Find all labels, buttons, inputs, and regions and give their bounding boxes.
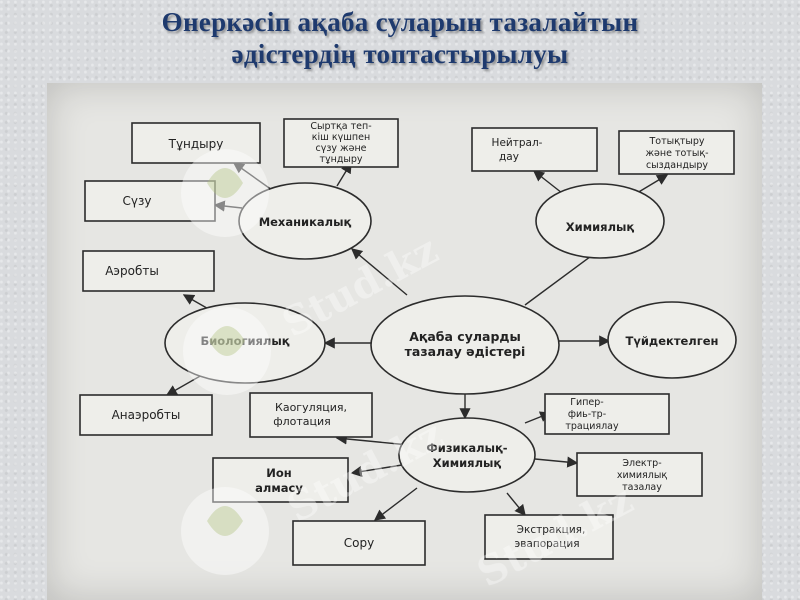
leaf-syrtqa-label-4: тұндыру [319,154,362,165]
title-line-2: әдістердің топтастырылуы [231,39,569,69]
leaf-syrtqa-label-3: сүзу және [316,143,367,154]
group-thermal-label: Түйдектелген [626,334,719,348]
leaf-giper-label-3: трациялау [565,421,619,432]
leaf-ion: Ион алмасу [212,457,349,503]
edge-pc-koagul [335,433,410,446]
edge-chem-neitral [532,170,563,194]
edges [165,161,669,521]
leaf-koagul: Каогуляция, флотация [249,392,373,438]
leaf-giper-label-1: Гипер- [570,397,603,408]
group-mechanical: Механикалық [238,182,372,260]
page-title: Өнеркәсіп ақаба суларын тазалайтын әдіст… [0,6,800,70]
leaf-elektr: Электр- химиялық тазалау [576,452,703,497]
group-biological: Биологиялық [164,302,326,384]
edge-chem-totyktyru [636,174,669,194]
leaf-syrtqa-label-1: Сыртқа теп- [310,121,371,132]
center-label-1: Ақаба суларды [409,329,521,344]
leaf-totyktyru-label-1: Тотықтыру [648,136,704,147]
center-node: Ақаба суларды тазалау әдістері [370,295,560,395]
edge-pc-ekstr [506,492,526,517]
group-physchem: Физикалық- Химиялық [398,417,536,493]
leaf-suzu-label: Сүзу [123,194,152,208]
leaf-ion-label-1: Ион [266,466,291,480]
leaf-anaerobty-label: Анаэробты [112,408,181,422]
leaf-neitral-label-1: Нейтрал- [492,137,543,149]
leaf-giper: Гипер- фиь-тр- трациялау [544,393,670,435]
edge-center-mechanical [350,248,408,296]
leaf-ekstr-label-2: эвапорация [514,538,579,550]
leaf-soru: Сору [292,520,426,566]
leaf-elektr-label-3: тазалау [622,482,662,493]
edge-mech-tundyru [232,162,273,191]
group-mechanical-label: Механикалық [259,215,352,229]
group-physchem-label-2: Химиялық [433,456,502,470]
edge-bio-anaerobty [165,374,203,396]
leaf-totyktyru-label-3: сыздандыру [646,160,708,171]
group-chemical-label: Химиялық [566,220,635,234]
watermark-badge-2 [183,307,271,395]
leaf-koagul-label-2: флотация [273,415,331,428]
watermark-badge-1 [181,149,269,237]
leaf-aerobty-label: Аэробты [105,264,159,278]
leaf-tundyru-label: Тұндыру [168,137,224,151]
edge-pc-elektr [534,456,579,468]
edge-mech-suzu [213,200,243,212]
leaf-suzu: Сүзу [84,180,216,222]
watermark-badge-3 [181,487,269,575]
classification-diagram: Ақаба суларды тазалау әдістері Механикал… [79,118,737,597]
title-line-1: Өнеркәсіп ақаба суларын тазалайтын [161,7,639,37]
leaf-neitral: Нейтрал- дау [471,127,598,172]
leaf-ion-label-2: алмасу [255,481,303,495]
group-chemical: Химиялық [535,183,665,259]
leaf-neitral-label-2: дау [499,151,519,163]
leaf-soru-label: Сору [344,536,374,550]
edge-pc-ion [350,464,403,477]
edge-pc-soru [373,487,418,521]
center-label-2: тазалау әдістері [405,344,526,359]
leaf-syrtqa-label-2: кіш күшпен [312,132,370,143]
group-thermal: Түйдектелген [607,301,737,379]
leaf-tundyru: Тұндыру [131,122,261,164]
leaf-syrtqa: Сыртқа теп- кіш күшпен сүзу және тұндыру [283,118,399,168]
leaf-giper-label-2: фиь-тр- [568,409,606,420]
leaf-totyktyru-label-2: және тотық- [645,148,708,159]
leaf-anaerobty: Анаэробты [79,394,213,436]
leaf-totyktyru: Тотықтыру және тотық- сыздандыру [618,130,735,175]
leaf-ekstr: Экстракция, эвапорация [484,514,614,560]
leaf-ekstr-label-1: Экстракция, [517,524,586,536]
leaf-koagul-label-1: Каогуляция, [275,401,347,414]
group-physchem-label-1: Физикалық- [426,441,507,455]
leaf-aerobty: Аэробты [82,250,215,292]
group-biological-label: Биологиялық [200,334,289,348]
leaf-elektr-label-2: химиялық [617,470,667,481]
leaf-elektr-label-1: Электр- [622,458,661,469]
